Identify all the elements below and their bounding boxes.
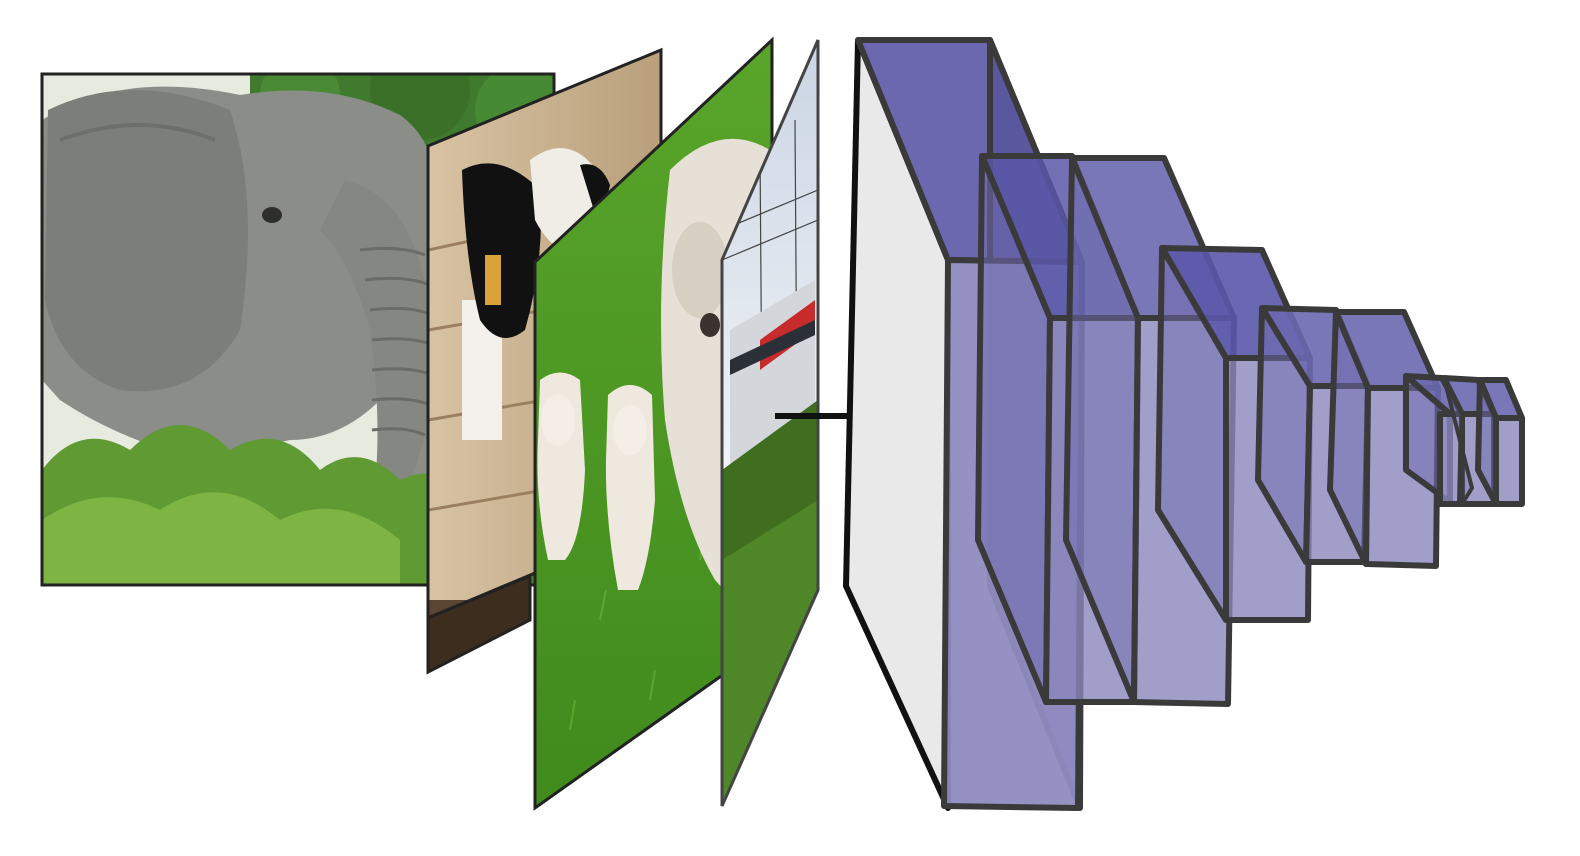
feature-block-9 — [1475, 377, 1525, 507]
feature-block-7 — [1403, 373, 1465, 507]
train-image — [720, 39, 820, 807]
